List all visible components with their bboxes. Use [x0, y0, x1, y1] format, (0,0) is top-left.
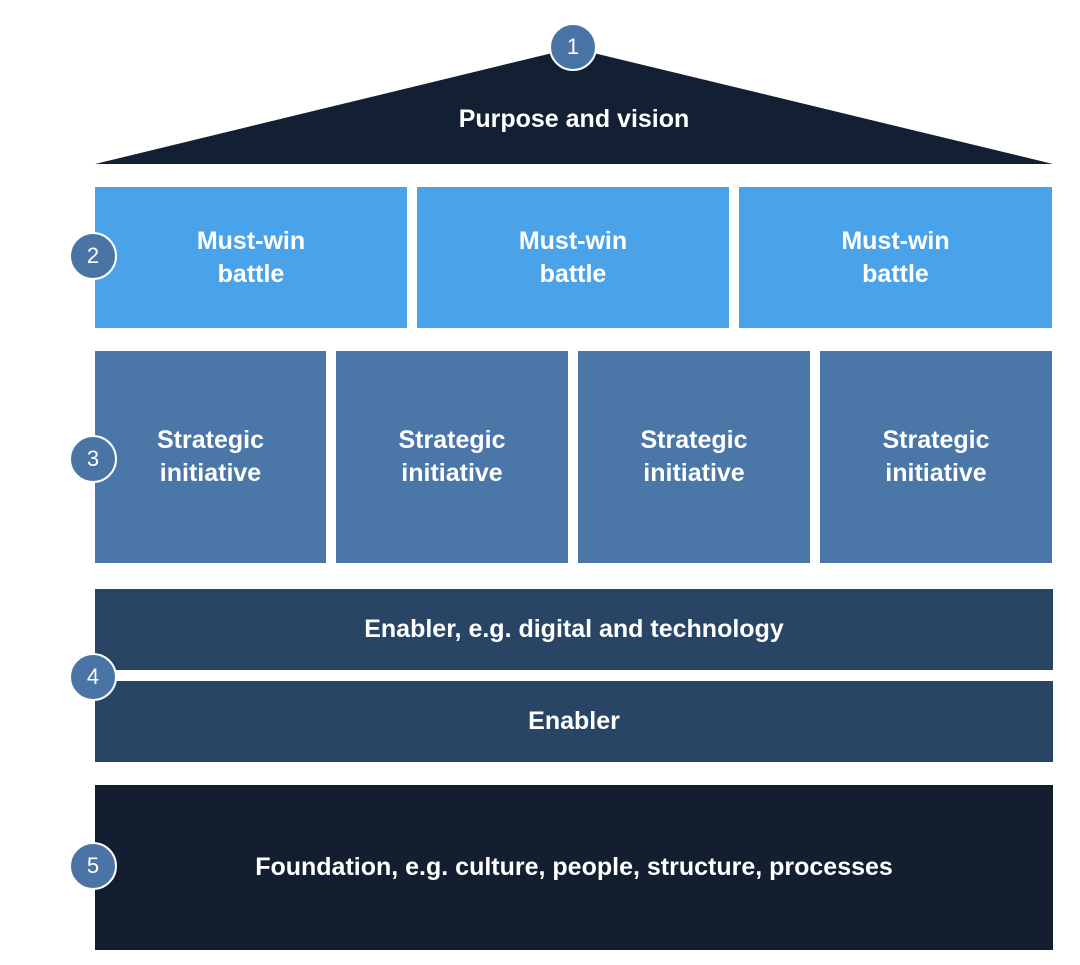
roof [95, 48, 1053, 164]
badge-3: 3 [69, 435, 117, 483]
roof-label: Purpose and vision [458, 105, 690, 133]
strategic-initiative-box: Strategic initiative [578, 351, 810, 563]
must-win-label: Must-win battle [196, 226, 306, 288]
foundation-box: Foundation, e.g. culture, people, struct… [95, 785, 1053, 950]
enabler-box: Enabler, e.g. digital and technology [95, 589, 1053, 670]
strategic-initiative-label: Strategic initiative [398, 426, 506, 487]
badge-5: 5 [69, 842, 117, 890]
must-win-label: Must-win battle [841, 226, 950, 288]
strategic-initiative-label: Strategic initiative [640, 426, 748, 487]
strategic-initiative-box: Strategic initiative [336, 351, 568, 563]
strategic-initiative-box: Strategic initiative [95, 351, 326, 563]
strategic-initiative-label: Strategic initiative [157, 426, 264, 487]
strategic-initiative-box: Strategic initiative [820, 351, 1052, 563]
badge-4: 4 [69, 653, 117, 701]
enabler-box: Enabler [95, 681, 1053, 762]
badge-2: 2 [69, 232, 117, 280]
must-win-label: Must-win battle [518, 226, 628, 288]
must-win-box: Must-win battle [739, 187, 1052, 328]
strategic-initiative-label: Strategic initiative [882, 426, 990, 487]
must-win-box: Must-win battle [95, 187, 407, 328]
must-win-box: Must-win battle [417, 187, 729, 328]
badge-1: 1 [549, 23, 597, 71]
roof-triangle [95, 48, 1053, 164]
